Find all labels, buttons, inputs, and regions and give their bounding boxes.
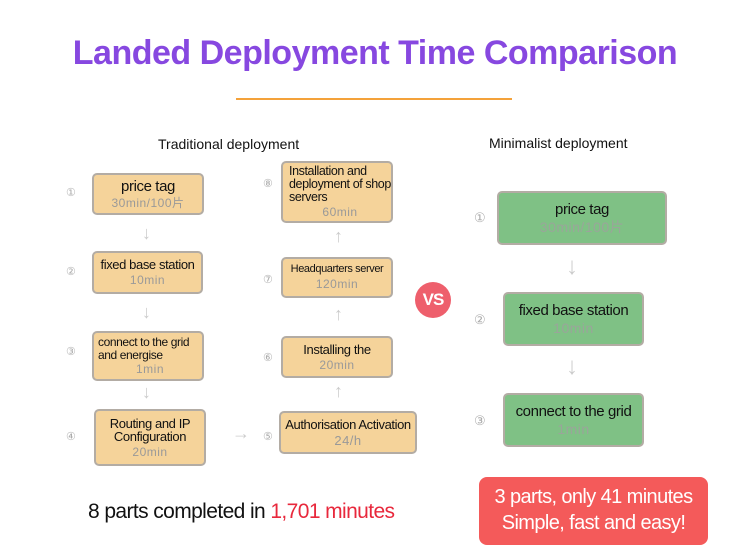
step-number: ③: [474, 413, 486, 428]
step-time: 10min: [129, 273, 166, 288]
step-number: ⑧: [263, 178, 273, 190]
step-number: ②: [474, 312, 486, 327]
step-label: connect to the grid: [515, 402, 632, 420]
step-label: connect to the grid and energise: [98, 335, 190, 362]
step-label: Installing the: [303, 341, 371, 357]
arrow-down-icon: ↓: [566, 253, 578, 280]
step-number: ③: [66, 346, 76, 358]
minimalist-heading: Minimalist deployment: [489, 135, 628, 151]
step-time: 30min/100片: [111, 195, 185, 210]
step-label: Installation and deployment of shop serv…: [289, 164, 391, 205]
arrow-up-icon: ↑: [334, 381, 343, 401]
step-time: 10min: [553, 319, 594, 336]
step-number: ⑦: [263, 274, 273, 286]
summary-line-1: 3 parts, only 41 minutes: [494, 486, 694, 508]
traditional-summary: 8 parts completed in 1,701 minutes: [88, 500, 395, 524]
arrow-up-icon: ↑: [334, 304, 343, 324]
step-time: 60min: [322, 205, 358, 220]
step-number: ⑤: [263, 431, 273, 443]
summary-highlight: 1,701 minutes: [270, 500, 395, 523]
summary-text: 8 parts completed in: [88, 500, 271, 523]
vs-badge: VS: [415, 282, 451, 318]
step-time: 24/h: [334, 432, 362, 448]
title-underline: [236, 98, 512, 100]
step-number: ⑥: [263, 352, 273, 364]
step-time: 20min: [132, 444, 168, 459]
arrow-down-icon: ↓: [566, 353, 578, 380]
arrow-up-icon: ↑: [334, 226, 343, 246]
summary-line-2: Simple, fast and easy!: [501, 512, 686, 534]
arrow-down-icon: ↓: [142, 302, 151, 322]
step-label: Headquarters server: [290, 263, 384, 276]
step-label: Authorisation Activation: [285, 416, 411, 432]
arrow-down-icon: ↓: [142, 223, 151, 243]
step-label: fixed base station: [518, 301, 629, 319]
arrow-down-icon: ↓: [142, 382, 151, 402]
step-label: fixed base station: [100, 257, 195, 273]
step-number: ④: [66, 431, 76, 443]
step-number: ①: [474, 210, 486, 225]
step-time: 30min/100片: [539, 218, 625, 235]
step-time: 120min: [315, 276, 359, 291]
step-time: 1min: [557, 420, 590, 437]
step-number: ②: [66, 266, 76, 278]
traditional-step-shop-servers: Installation and deployment of shop serv…: [281, 161, 393, 223]
step-label: price tag: [555, 200, 609, 218]
traditional-heading: Traditional deployment: [158, 136, 300, 152]
step-time: 20min: [319, 357, 355, 372]
arrow-right-icon: →: [232, 423, 250, 443]
page-title: Landed Deployment Time Comparison: [72, 34, 678, 72]
step-time: 1min: [135, 362, 164, 377]
step-label: Routing and IP Configuration: [109, 415, 191, 445]
step-number: ①: [66, 187, 76, 199]
step-label: price tag: [121, 177, 175, 195]
